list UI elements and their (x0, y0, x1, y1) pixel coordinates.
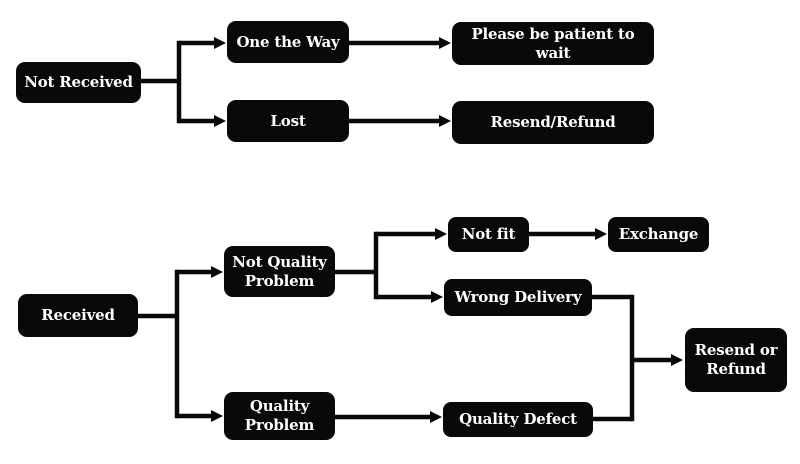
node-one-the-way: One the Way (227, 21, 349, 63)
node-please-be-patient: Please be patient to wait (452, 22, 654, 65)
node-resend-or-refund: Resend or Refund (685, 328, 787, 392)
node-wrong-delivery: Wrong Delivery (444, 279, 592, 316)
node-quality-defect: Quality Defect (443, 402, 593, 437)
node-lost: Lost (227, 100, 349, 142)
node-not-received: Not Received (16, 62, 141, 103)
node-not-fit: Not fit (448, 217, 529, 252)
node-exchange: Exchange (608, 217, 709, 252)
node-resend-slash-refund: Resend/Refund (452, 101, 654, 144)
node-not-quality-problem: Not Quality Problem (224, 246, 335, 297)
node-received: Received (18, 294, 138, 337)
node-quality-problem: Quality Problem (224, 392, 335, 440)
